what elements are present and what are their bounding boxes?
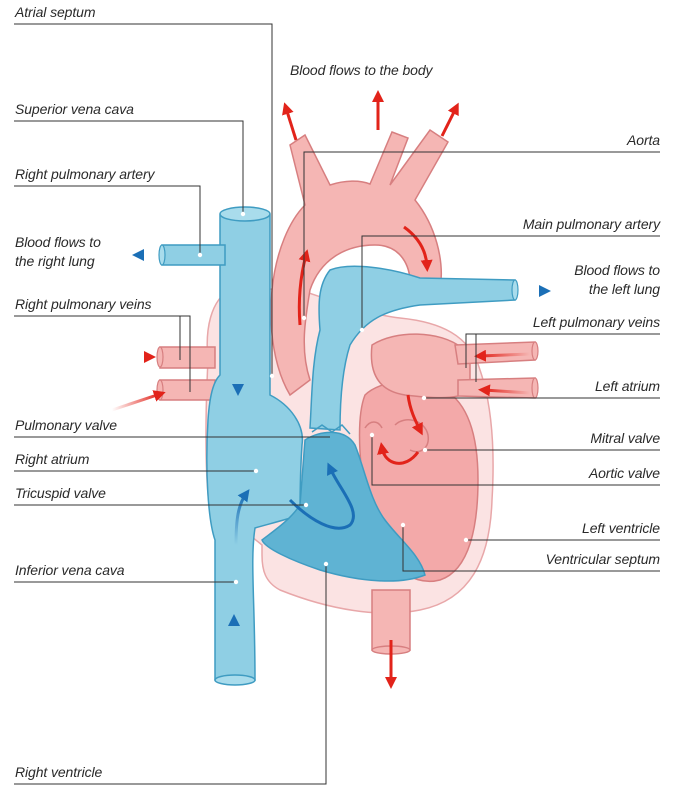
label-main-pulmonary-artery: Main pulmonary artery [523, 216, 660, 233]
label-blood-to-body: Blood flows to the body [290, 62, 432, 79]
left-atrium-chamber [371, 334, 470, 398]
label-aortic-valve: Aortic valve [589, 465, 660, 482]
label-superior-vena-cava: Superior vena cava [15, 101, 134, 118]
arrow-right-pv-bottom [112, 394, 160, 410]
label-atrial-septum: Atrial septum [15, 4, 95, 21]
label-aorta: Aorta [627, 132, 660, 149]
right-pulmonary-veins [157, 347, 215, 400]
label-left-atrium: Left atrium [595, 378, 660, 395]
arrow-body-right [442, 108, 456, 136]
label-mitral-valve: Mitral valve [590, 430, 660, 447]
arrow-left-pv-top [480, 354, 530, 356]
arrow-body-left [286, 108, 296, 140]
label-pulmonary-valve: Pulmonary valve [15, 417, 117, 434]
label-inferior-vena-cava: Inferior vena cava [15, 562, 124, 579]
label-blood-to-left-lung-line2: the left lung [589, 281, 660, 298]
label-right-ventricle: Right ventricle [15, 764, 102, 781]
label-blood-to-left-lung-line1: Blood flows to [574, 262, 660, 279]
label-tricuspid-valve: Tricuspid valve [15, 485, 106, 502]
label-blood-to-right-lung-line1: Blood flows to [15, 234, 101, 251]
label-right-atrium: Right atrium [15, 451, 89, 468]
label-left-pulmonary-veins: Left pulmonary veins [533, 314, 660, 331]
label-left-ventricle: Left ventricle [582, 520, 660, 537]
label-right-pulmonary-artery: Right pulmonary artery [15, 166, 154, 183]
label-ventricular-septum: Ventricular septum [546, 551, 660, 568]
label-blood-to-right-lung-line2: the right lung [15, 253, 95, 270]
label-right-pulmonary-veins: Right pulmonary veins [15, 296, 151, 313]
leader-right-ventricle [14, 564, 326, 784]
